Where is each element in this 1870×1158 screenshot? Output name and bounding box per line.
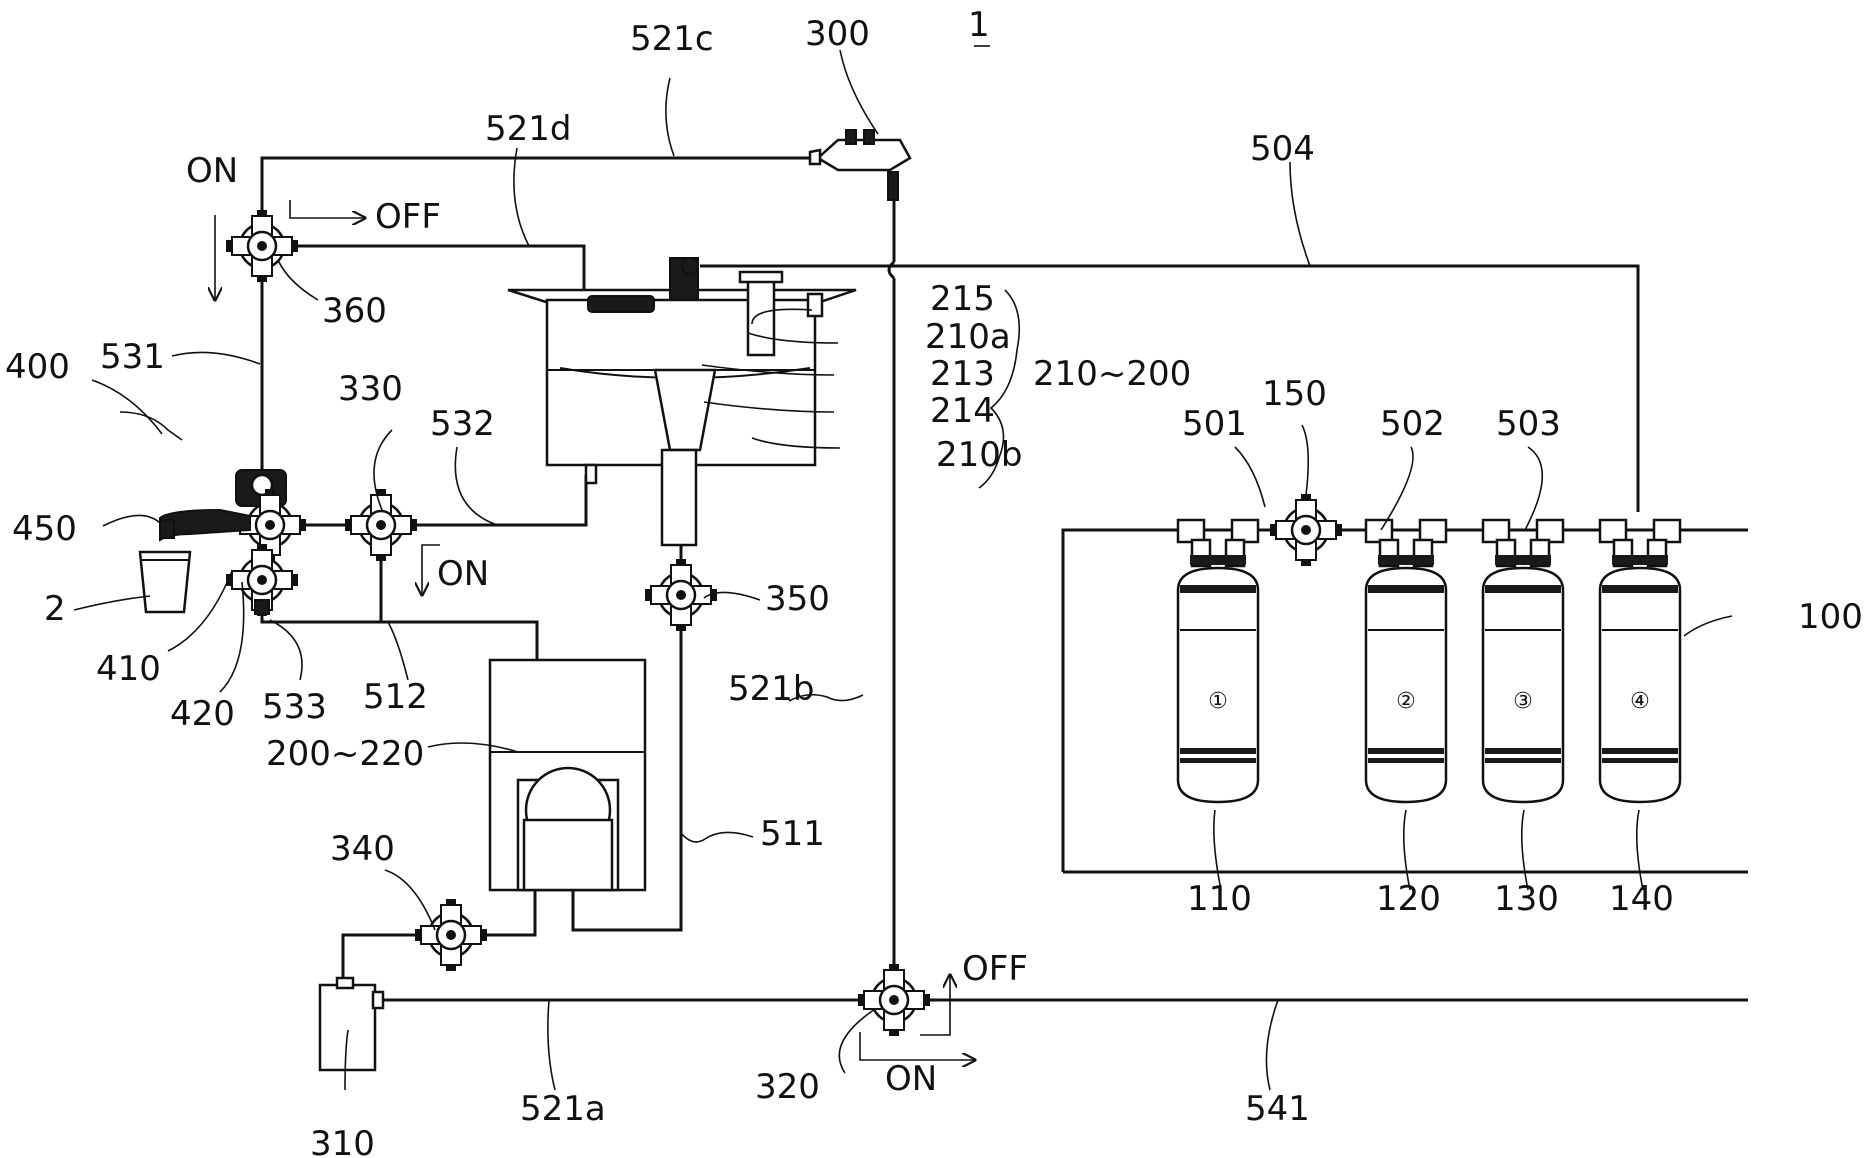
filter-mark-1: ① — [1208, 689, 1228, 714]
label-150: 150 — [1262, 374, 1327, 414]
label-502: 502 — [1380, 404, 1445, 444]
pipe-504 — [700, 264, 1640, 512]
labels: 1 521c 300 521d 504 ON OFF 360 400 531 3… — [5, 5, 1863, 1158]
valve-360[interactable] — [224, 208, 300, 284]
label-400: 400 — [5, 347, 70, 387]
label-533: 533 — [262, 687, 327, 727]
filter-mark-3: ③ — [1513, 689, 1533, 714]
label-213: 213 — [930, 354, 995, 394]
leader-lines — [73, 49, 1733, 1091]
filter-mark-2: ② — [1396, 689, 1416, 714]
valve-320[interactable] — [856, 962, 932, 1038]
label-130: 130 — [1494, 879, 1559, 919]
filter-cartridge-1: ① — [1176, 518, 1260, 804]
label-210b: 210b — [936, 435, 1022, 475]
arrow-off-320 — [920, 975, 950, 1036]
label-521b: 521b — [728, 669, 814, 709]
label-360: 360 — [322, 291, 387, 331]
pipe-521d — [290, 244, 586, 295]
pipe-521c — [260, 156, 818, 283]
label-210a: 210a — [925, 317, 1011, 357]
label-cup: 2 — [44, 589, 66, 629]
label-340: 340 — [330, 829, 395, 869]
label-350: 350 — [765, 579, 830, 619]
valve-300-device — [808, 129, 912, 201]
label-310: 310 — [310, 1124, 375, 1158]
label-on-mid: ON — [437, 554, 489, 594]
cup — [138, 550, 192, 614]
label-on-bottom: ON — [885, 1059, 937, 1099]
label-off-top: OFF — [375, 197, 441, 237]
label-120: 120 — [1376, 879, 1441, 919]
label-300: 300 — [805, 14, 870, 54]
label-200-220: 200~220 — [266, 734, 424, 774]
valve-350[interactable] — [643, 557, 719, 633]
pipe-network — [260, 156, 1748, 1002]
label-215: 215 — [930, 279, 995, 319]
figure-number: 1 — [968, 5, 990, 45]
label-512: 512 — [363, 677, 428, 717]
label-410: 410 — [96, 649, 161, 689]
label-511: 511 — [760, 814, 825, 854]
arrow-on-320 — [859, 1032, 975, 1060]
label-140: 140 — [1609, 879, 1674, 919]
label-521d: 521d — [485, 109, 571, 149]
label-on-top: ON — [186, 151, 238, 191]
filter-cartridge-2: ② — [1364, 518, 1448, 804]
label-504: 504 — [1250, 129, 1315, 169]
valve-150[interactable] — [1268, 492, 1344, 568]
label-541: 541 — [1245, 1089, 1310, 1129]
tank-assembly — [507, 257, 857, 547]
label-off-bottom: OFF — [962, 949, 1028, 989]
pipe-manifold — [1061, 528, 1748, 872]
filter-cartridge-4: ④ — [1598, 518, 1682, 804]
label-100: 100 — [1798, 597, 1863, 637]
dispensing-unit — [159, 469, 308, 618]
label-214: 214 — [930, 391, 995, 431]
label-521c: 521c — [630, 19, 714, 59]
filter-cartridge-3: ③ — [1481, 518, 1565, 804]
label-110: 110 — [1187, 879, 1252, 919]
pump-unit — [488, 658, 647, 892]
label-420: 420 — [170, 694, 235, 734]
filter-mark-4: ④ — [1630, 689, 1650, 714]
label-450: 450 — [12, 509, 77, 549]
label-320: 320 — [755, 1067, 820, 1107]
component-310 — [318, 983, 377, 1072]
label-531: 531 — [100, 337, 165, 377]
arrow-on-330 — [422, 544, 440, 595]
label-330: 330 — [338, 369, 403, 409]
label-503: 503 — [1496, 404, 1561, 444]
label-521a: 521a — [520, 1089, 606, 1129]
label-532: 532 — [430, 404, 495, 444]
filter-assembly: ① ② ③ ④ — [1176, 518, 1682, 804]
arrow-off-360 — [289, 200, 365, 218]
label-501: 501 — [1182, 404, 1247, 444]
label-210-200: 210~200 — [1033, 354, 1191, 394]
pipe-532 — [300, 475, 588, 527]
pipe-511 — [571, 630, 683, 932]
valve-330[interactable] — [343, 487, 419, 563]
